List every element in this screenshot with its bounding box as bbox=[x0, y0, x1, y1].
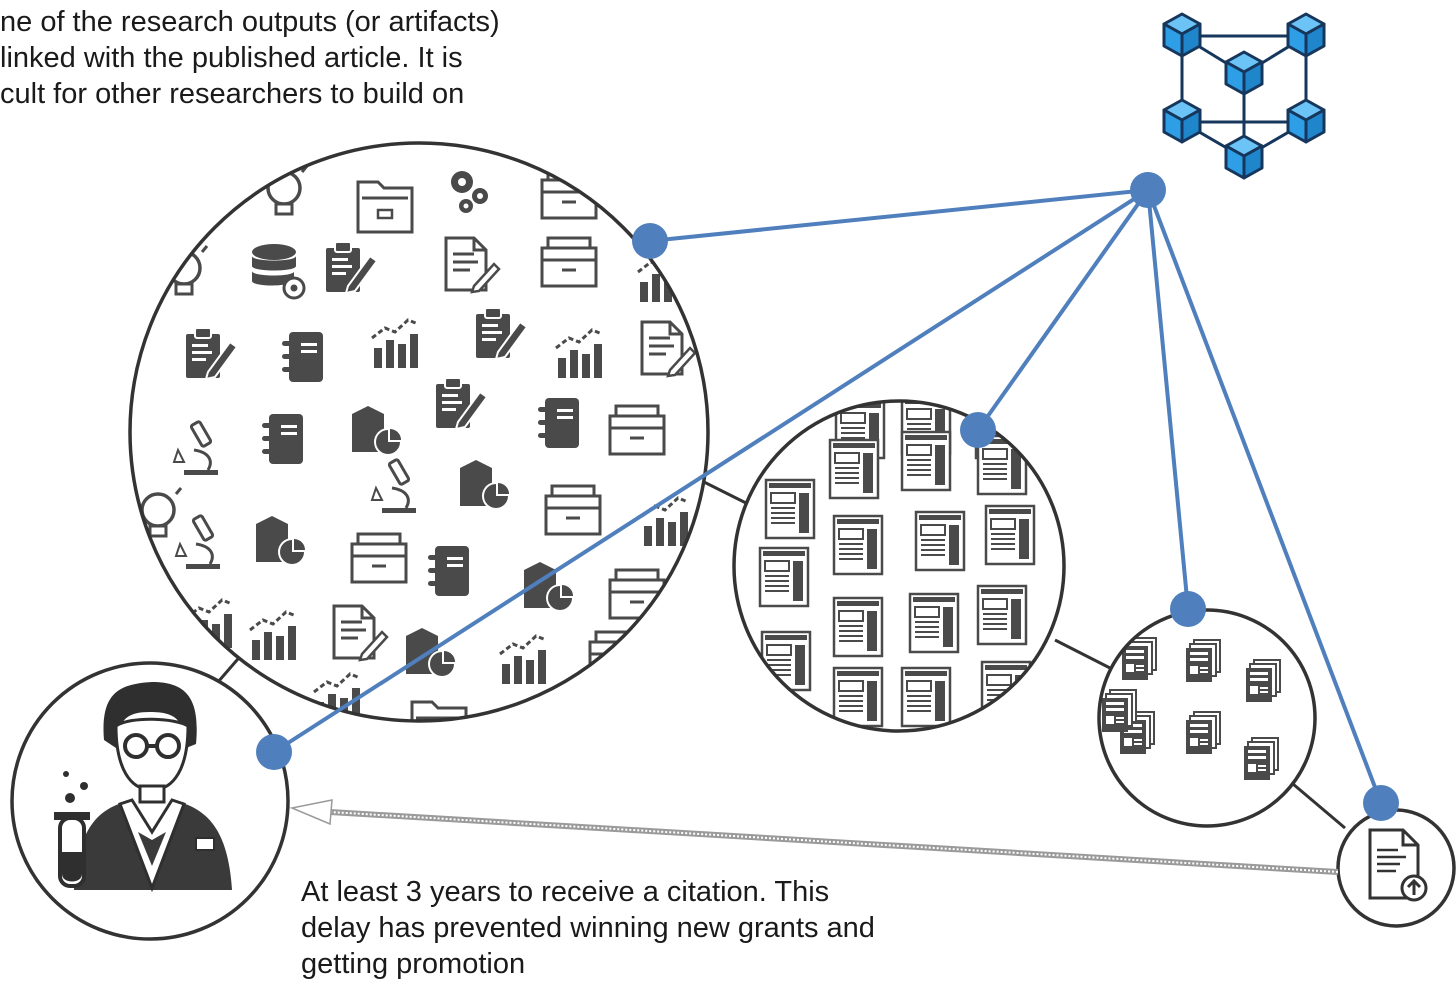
caption-bottom-line: delay has prevented winning new grants a… bbox=[301, 912, 875, 944]
article-page-icon bbox=[976, 584, 1028, 646]
file-box-icon bbox=[540, 236, 598, 288]
folder-icon bbox=[410, 700, 468, 721]
article-page-icon bbox=[760, 630, 812, 692]
article-page-icon bbox=[832, 666, 884, 728]
upload-node bbox=[1363, 785, 1399, 821]
articles-circle bbox=[732, 399, 1066, 733]
scientist-with-test-tube-icon bbox=[54, 682, 232, 893]
article-page-icon bbox=[908, 592, 960, 654]
artifacts-circle bbox=[128, 141, 710, 723]
blockchain-cubes-icon bbox=[1162, 12, 1326, 180]
article-page-icon bbox=[984, 504, 1036, 566]
caption-top: ne of the research outputs (or artifacts… bbox=[0, 4, 500, 112]
researcher-circle bbox=[10, 661, 290, 941]
article-page-icon bbox=[914, 510, 966, 572]
file-box-icon bbox=[608, 404, 666, 456]
article-page-icon bbox=[828, 438, 880, 500]
caption-top-line: ne of the research outputs (or artifacts… bbox=[0, 6, 500, 38]
caption-top-line: linked with the published article. It is bbox=[0, 42, 463, 74]
caption-bottom: At least 3 years to receive a citation. … bbox=[301, 874, 875, 982]
document-stack-icon bbox=[1243, 737, 1279, 781]
caption-bottom-line: getting promotion bbox=[301, 948, 526, 980]
folder-icon bbox=[356, 180, 414, 234]
articles-node bbox=[960, 412, 996, 448]
citations-node bbox=[1170, 591, 1206, 627]
document-stack-icon bbox=[1245, 659, 1281, 703]
document-stack-icon bbox=[1185, 711, 1221, 755]
caption-bottom-line: At least 3 years to receive a citation. … bbox=[301, 876, 830, 908]
blockchain-links bbox=[272, 188, 1383, 804]
article-page-icon bbox=[758, 546, 810, 608]
file-box-icon bbox=[588, 630, 646, 682]
caption-top-line: cult for other researchers to build on bbox=[0, 78, 465, 110]
document-upload-icon bbox=[1368, 828, 1428, 902]
file-box-icon bbox=[544, 484, 602, 536]
artifacts-node bbox=[632, 223, 668, 259]
document-stack-icon bbox=[1185, 639, 1221, 683]
hub-node bbox=[1130, 172, 1166, 208]
file-box-icon bbox=[540, 168, 598, 220]
article-page-icon bbox=[832, 596, 884, 658]
article-page-icon bbox=[832, 514, 884, 576]
article-page-icon bbox=[764, 478, 816, 540]
file-box-icon bbox=[350, 532, 408, 584]
citation-feedback-arrow bbox=[289, 799, 1339, 875]
upload-circle bbox=[1336, 808, 1456, 928]
link-nodes bbox=[256, 172, 1399, 821]
file-box-icon bbox=[608, 568, 666, 620]
researcher-node bbox=[256, 734, 292, 770]
article-page-icon bbox=[900, 430, 952, 492]
document-stack-icon bbox=[1101, 689, 1137, 733]
article-page-icon bbox=[900, 666, 952, 728]
citations-circle bbox=[1097, 608, 1317, 828]
